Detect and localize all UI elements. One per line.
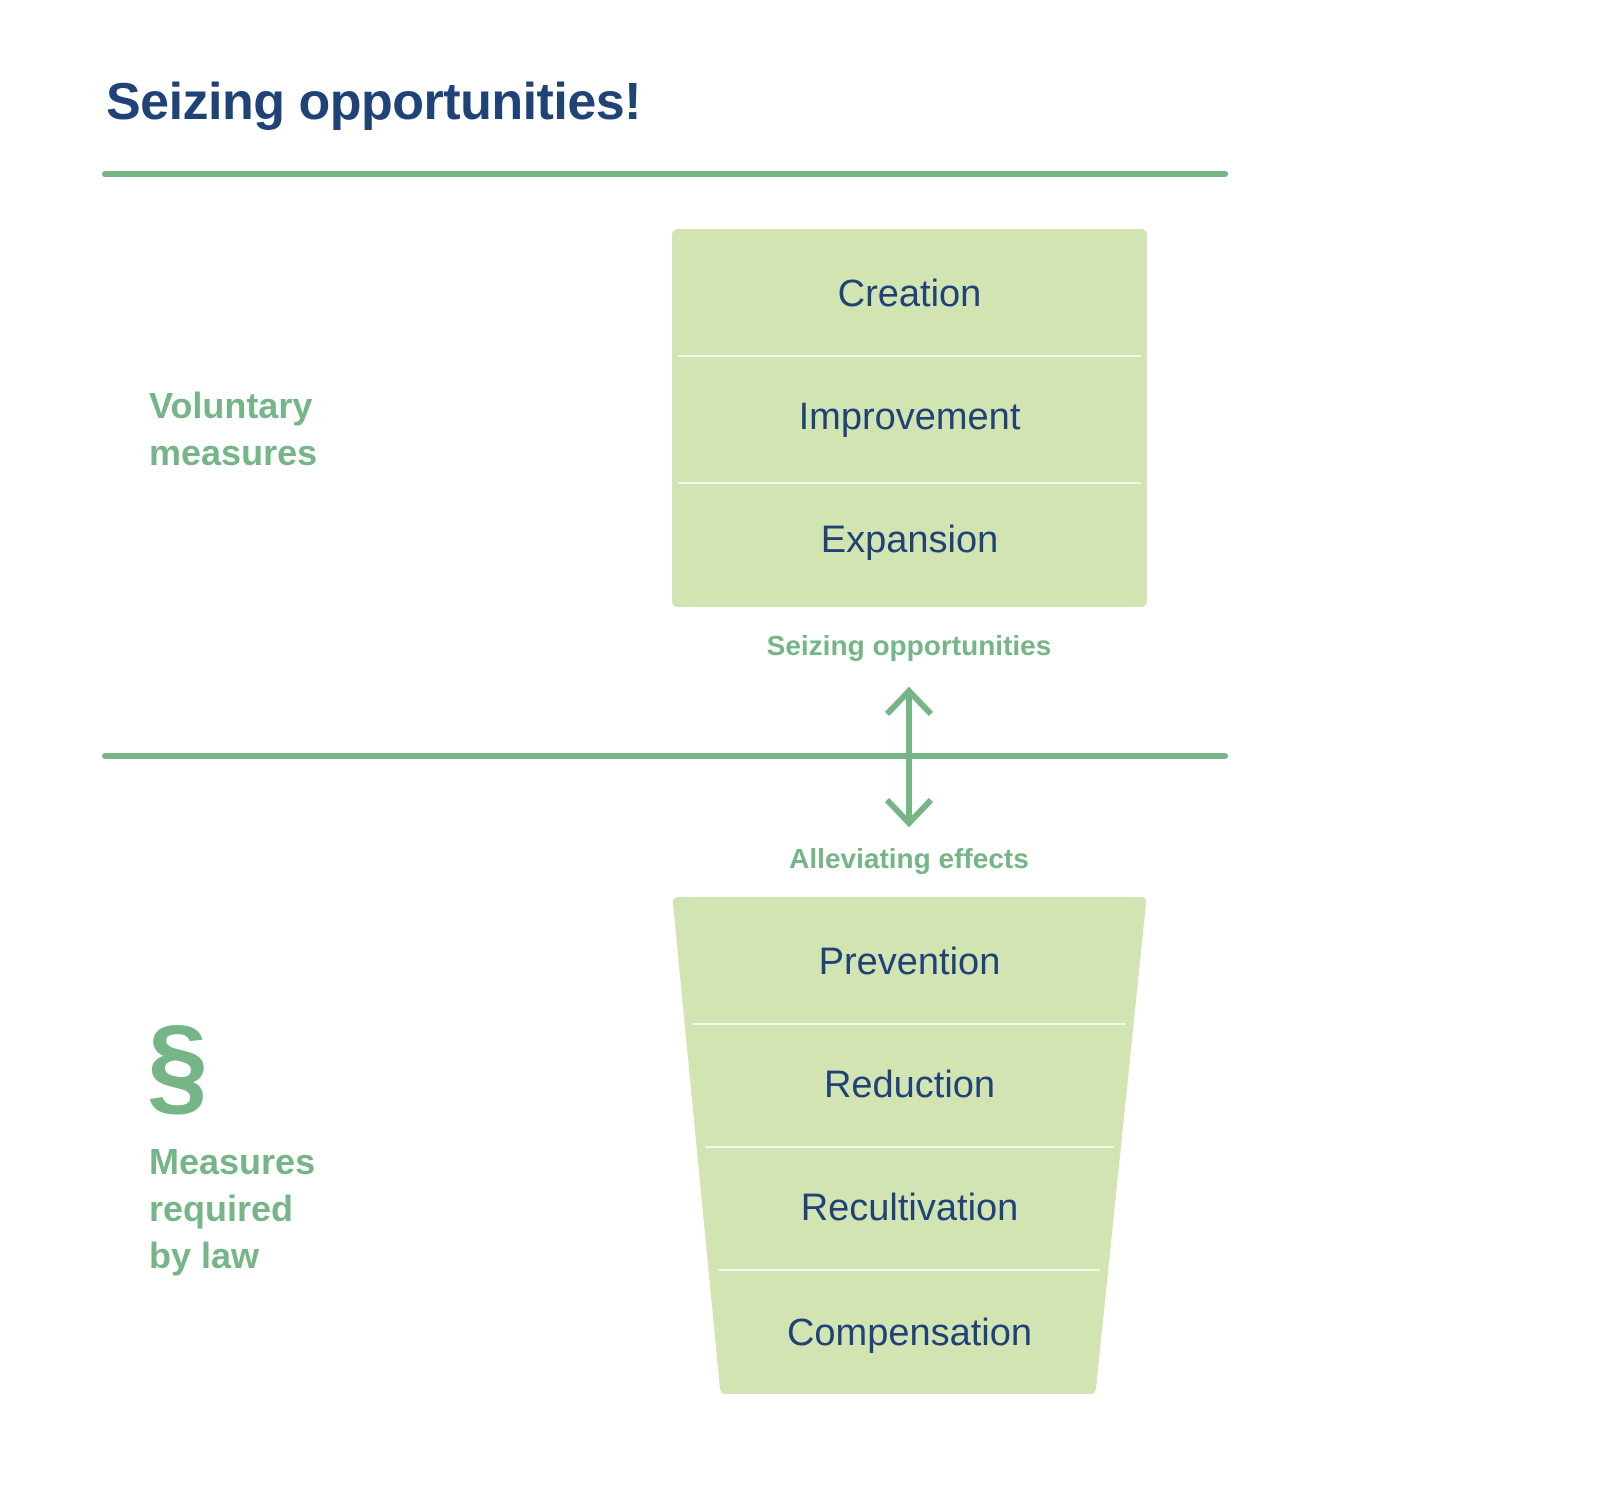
seizing-opportunities-label: Seizing opportunities [766, 630, 1052, 661]
funnel-separator [692, 1023, 1126, 1025]
measure-item-recultivation: Recultivation [800, 1187, 1019, 1229]
law-label-line3: by law [149, 1235, 260, 1276]
arrow-head-down [884, 797, 934, 828]
box-separator [678, 482, 1141, 484]
measure-item-expansion: Expansion [820, 519, 999, 561]
law-label-line2: required [149, 1188, 294, 1229]
arrow-head-up [884, 686, 934, 717]
page-title: Seizing opportunities! [106, 73, 641, 131]
measure-item-improvement: Improvement [798, 396, 1021, 438]
measure-item-reduction: Reduction [823, 1064, 996, 1106]
voluntary-measures-box: Creation Improvement Expansion [672, 229, 1147, 607]
funnel-shape [672, 897, 1147, 1394]
top-divider [102, 171, 1228, 177]
measure-item-creation: Creation [837, 273, 982, 315]
voluntary-label-line2: measures [149, 432, 318, 473]
measure-item-compensation: Compensation [786, 1312, 1033, 1354]
middle-divider [102, 753, 1228, 759]
alleviating-effects-label: Alleviating effects [789, 843, 1029, 874]
measure-item-prevention: Prevention [818, 941, 1001, 983]
box-separator [678, 355, 1141, 357]
voluntary-label-line1: Voluntary [149, 385, 313, 426]
legal-measures-funnel: Prevention Reduction Recultivation Compe… [672, 897, 1147, 1395]
voluntary-measures-label: Voluntary measures [149, 382, 317, 476]
section-sign-icon: § [147, 1003, 209, 1126]
law-label-line1: Measures [149, 1141, 316, 1182]
measures-required-by-law-label: Measures required by law [149, 1138, 315, 1279]
funnel-separator [718, 1269, 1100, 1271]
double-arrow-vertical-icon [884, 686, 934, 828]
funnel-separator [705, 1146, 1114, 1148]
